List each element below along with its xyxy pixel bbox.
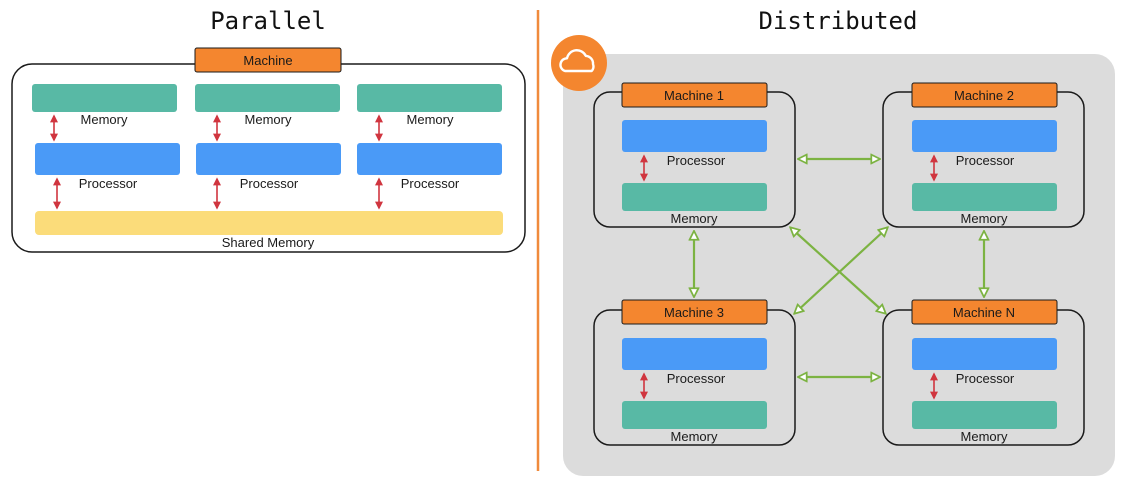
parallel-unit-1: Memory Processor xyxy=(32,84,180,191)
machine-label: Machine N xyxy=(953,305,1015,320)
machine-label: Machine 3 xyxy=(664,305,724,320)
machine-2: Machine 2 Processor Memory xyxy=(882,82,1085,228)
machine-tag xyxy=(621,299,768,325)
memory-label: Memory xyxy=(671,211,718,226)
memory-block xyxy=(357,84,502,112)
network-link-2-3 xyxy=(795,228,887,313)
parallel-machine-label: Machine xyxy=(243,53,292,68)
memory-block xyxy=(622,183,767,211)
memory-label: Memory xyxy=(961,429,1008,444)
machine-3: Machine 3 Processor Memory xyxy=(593,299,796,446)
memory-label: Memory xyxy=(245,112,292,127)
parallel-unit-2: Memory Processor xyxy=(195,84,341,191)
processor-block xyxy=(622,338,767,370)
memory-block xyxy=(622,401,767,429)
shared-memory-label: Shared Memory xyxy=(222,235,315,250)
machine-n: Machine N Processor Memory xyxy=(882,299,1085,446)
processor-label: Processor xyxy=(956,153,1015,168)
memory-label: Memory xyxy=(961,211,1008,226)
shared-memory-block xyxy=(35,211,503,235)
machine-label: Machine 1 xyxy=(664,88,724,103)
memory-block xyxy=(195,84,340,112)
memory-block xyxy=(912,183,1057,211)
processor-label: Processor xyxy=(667,371,726,386)
memory-label: Memory xyxy=(407,112,454,127)
processor-label: Processor xyxy=(956,371,1015,386)
processor-block xyxy=(35,143,180,175)
processor-label: Processor xyxy=(240,176,299,191)
parallel-machine: Machine Memory Processor Memory Processo… xyxy=(11,47,526,253)
distributed-title: Distributed xyxy=(759,7,918,35)
processor-label: Processor xyxy=(667,153,726,168)
processor-label: Processor xyxy=(79,176,138,191)
processor-label: Processor xyxy=(401,176,460,191)
parallel-unit-3: Memory Processor xyxy=(357,84,502,191)
parallel-title: Parallel xyxy=(210,7,326,35)
processor-block xyxy=(622,120,767,152)
machine-tag xyxy=(621,82,768,108)
machine-tag xyxy=(911,82,1058,108)
machine-label: Machine 2 xyxy=(954,88,1014,103)
memory-block xyxy=(912,401,1057,429)
processor-block xyxy=(196,143,341,175)
memory-label: Memory xyxy=(81,112,128,127)
parallel-machine-tag xyxy=(194,47,342,73)
processor-block xyxy=(912,120,1057,152)
memory-block xyxy=(32,84,177,112)
memory-label: Memory xyxy=(671,429,718,444)
cloud-icon xyxy=(551,35,607,91)
processor-block xyxy=(912,338,1057,370)
processor-block xyxy=(357,143,502,175)
machine-1: Machine 1 Processor Memory xyxy=(593,82,796,228)
machine-tag xyxy=(911,299,1058,325)
